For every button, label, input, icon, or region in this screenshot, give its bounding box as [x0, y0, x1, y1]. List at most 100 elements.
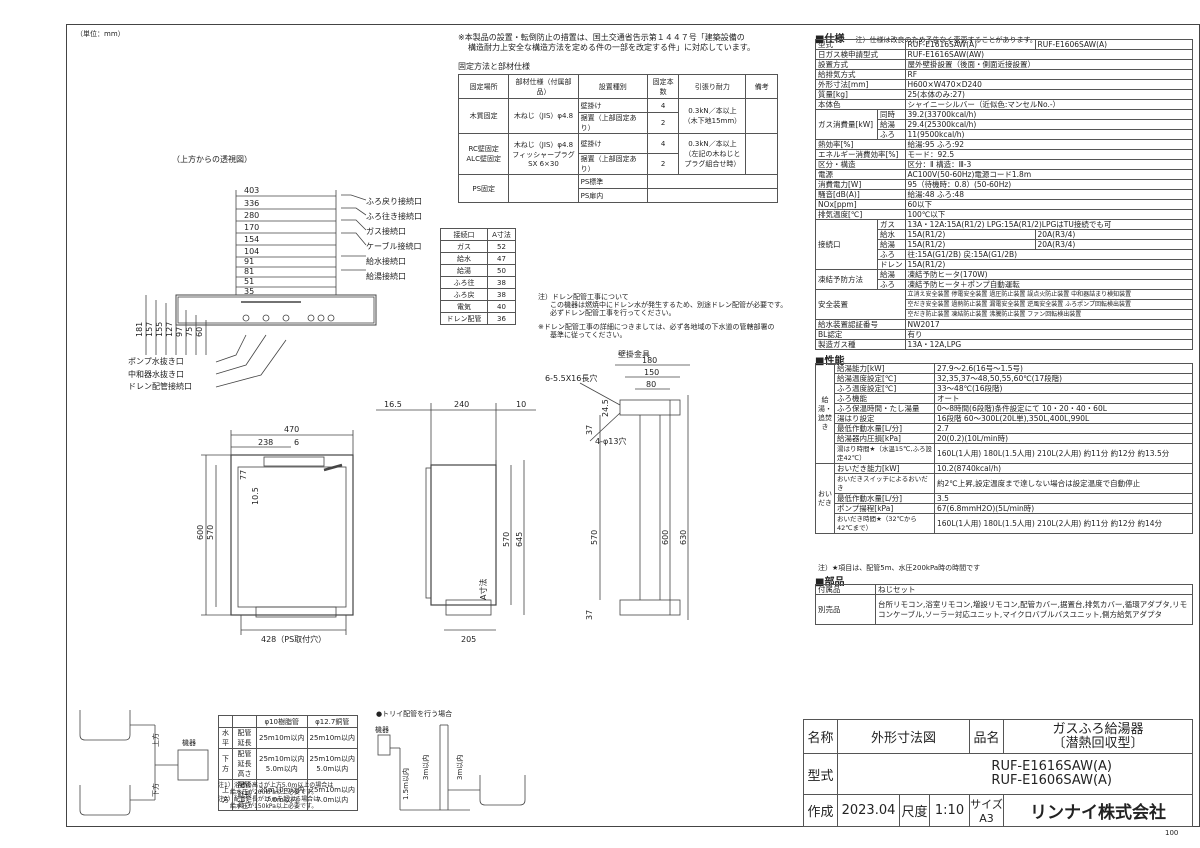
dim-label: 155	[155, 322, 164, 337]
connection-label: ふろ往き接続口	[366, 212, 422, 221]
fix-header: 設置種別	[577, 74, 648, 99]
scale-cell: 尺度	[899, 793, 930, 828]
bottom-label: ドレン配管接続口	[128, 382, 192, 391]
fix-spec: 木ねじ（JIS）φ4.8	[508, 98, 579, 134]
fix-header: 部材仕様（付属部品）	[508, 74, 579, 99]
diagram-label: 1.5m以内	[401, 768, 410, 800]
trap-note: ●トリイ配管を行う場合	[376, 710, 453, 718]
fix-place: 木質固定	[457, 98, 510, 134]
diagram-label: 下方	[151, 783, 160, 797]
fix-type: PS標準	[577, 174, 648, 189]
fix-method-table: 固定場所 部材仕様（付属部品） 設置種別 固定本数 引張り耐力 備考 木質固定 …	[457, 74, 779, 203]
dim-label: 570	[502, 532, 511, 547]
connection-label: ふろ戻り接続口	[366, 197, 422, 206]
dim-label: 645	[515, 532, 524, 547]
parts-title: ■部品	[815, 577, 845, 588]
page-number: 100	[1165, 829, 1179, 837]
dim-label: 77	[239, 470, 248, 480]
connection-label: 給水接続口	[366, 257, 406, 266]
dim-label: 51	[244, 277, 254, 286]
fix-header: 引張り耐力	[678, 74, 747, 99]
fix-note	[745, 133, 778, 175]
fix-place: RC壁固定 ALC壁固定	[457, 133, 510, 175]
fix-type: 据置（上部固定あり）	[577, 112, 648, 134]
dim-label: 37	[585, 425, 594, 435]
dim-label: 37	[585, 610, 594, 620]
fix-type: 壁掛け	[577, 133, 648, 154]
dim-label: 6	[294, 438, 299, 447]
dim-label: 570	[590, 530, 599, 545]
fix-count: 4	[646, 133, 680, 154]
made-date: 2023.04	[837, 793, 900, 828]
dim-label: 205	[461, 635, 476, 644]
fix-count: 2	[646, 112, 680, 134]
dim-label: 35	[244, 287, 254, 296]
fix-header: 固定本数	[646, 74, 680, 99]
dim-label: 428（PS取付穴）	[261, 634, 326, 644]
company-name: リンナイ株式会社	[1003, 793, 1193, 828]
dim-label: 570	[206, 525, 215, 540]
dim-label: 127	[165, 322, 174, 337]
connection-label: 給湯接続口	[366, 272, 406, 281]
drawings-svg: 403 336 280 170 154 104 91 81 51 35 181 …	[135, 186, 536, 644]
perf-note: 注）★項目は、配管5m、水圧200kPa時の時間です	[818, 564, 981, 572]
diagram-label: 上方	[151, 733, 160, 747]
installation-notice: ※本製品の設置・転倒防止の措置は、国土交通省告示第１４４７号「建築設備の 構造耐…	[458, 33, 755, 52]
dim-label: 16.5	[384, 400, 402, 409]
fix-header: 固定場所	[457, 74, 510, 99]
title-block: 名称 外形寸法図 品名 ガスふろ給湯器 〔潜熱回収型〕 型式 RUF-E1616…	[803, 718, 1193, 828]
bottom-labels: ポンプ水抜き口 中和器水抜き口 ドレン配管接続口	[128, 356, 192, 394]
bracket-slot-label: 6-5.5X16長穴	[545, 373, 597, 383]
diagram-label: 3m以内	[455, 755, 464, 780]
fix-type: PS扉内	[577, 188, 648, 203]
dim-label: 240	[454, 400, 469, 409]
dim-label: 600	[196, 525, 205, 540]
bracket-hole-label: 4-φ13穴	[595, 436, 626, 446]
bottom-label: ポンプ水抜き口	[128, 357, 184, 366]
fix-strength: 0.3kN／本以上（木下地15mm）	[678, 98, 747, 134]
dim-label: 470	[284, 425, 299, 434]
size-value: A3	[979, 811, 994, 825]
piping-diagram-svg: 機器 上方 下方	[79, 710, 209, 816]
dim-label: 81	[244, 267, 254, 276]
drain-note: 注）ドレン配管工事について この機器は燃焼中にドレン水が発生するため、別途ドレン…	[538, 293, 788, 340]
diagram-label: 機器	[375, 725, 389, 734]
fix-header: 備考	[745, 74, 778, 99]
dim-label: 104	[244, 247, 259, 256]
pipe-notes: 注1）浴槽の高さが上方5.0m以上の場合は 給水圧が200kPa以上必要です。 …	[218, 782, 334, 810]
drawing-name: 外形寸法図	[837, 718, 970, 755]
scale-value: 1:10	[929, 793, 970, 828]
dim-label: 181	[135, 322, 144, 337]
dim-label: 75	[185, 327, 194, 337]
wall-bracket-svg: 壁掛金具 6-5.5X16長穴 180 150 80 24.5 37 4-φ13…	[545, 349, 690, 620]
fix-place: PS固定	[457, 174, 510, 203]
dim-label: 154	[244, 235, 259, 244]
fix-method-title: 固定方法と部材仕様	[458, 62, 530, 71]
dim-label: 10.5	[251, 487, 260, 505]
dim-label: 600	[661, 530, 670, 545]
fix-count: 2	[646, 153, 680, 175]
dim-label: 630	[679, 530, 688, 545]
dim-label: 180	[642, 356, 657, 365]
fix-type: 壁掛け	[577, 98, 648, 113]
dim-label: 150	[644, 368, 659, 377]
parts-table: 付属品ねじセット 別売品台所リモコン,浴室リモコン,増設リモコン,配管カバー,据…	[815, 584, 1193, 625]
top-view-title: （上方からの透視図）	[172, 155, 252, 164]
fix-spec: 木ねじ（JIS）φ4.8 フィッシャープラグSX 6×30	[508, 133, 579, 175]
dim-label: 97	[175, 327, 184, 337]
connection-labels: ふろ戻り接続口 ふろ往き接続口 ガス接続口 ケーブル接続口 給水接続口 給湯接続…	[366, 194, 422, 284]
diagram-label: 3m以内	[421, 755, 430, 780]
model-name: RUF-E1616SAW(A) RUF-E1606SAW(A)	[837, 753, 1193, 795]
fix-type: 据置（上部固定あり）	[577, 153, 648, 175]
bracket-title: 壁掛金具	[618, 349, 650, 359]
dim-label: 403	[244, 186, 259, 195]
connection-label: ガス接続口	[366, 227, 406, 236]
dim-label: 238	[258, 438, 273, 447]
dim-label: 336	[244, 199, 259, 208]
dim-label: 157	[145, 322, 154, 337]
fix-strength: 0.3kN／本以上（左記の木ねじとプラグ組合せ時）	[678, 133, 747, 175]
connection-label: ケーブル接続口	[366, 242, 422, 251]
